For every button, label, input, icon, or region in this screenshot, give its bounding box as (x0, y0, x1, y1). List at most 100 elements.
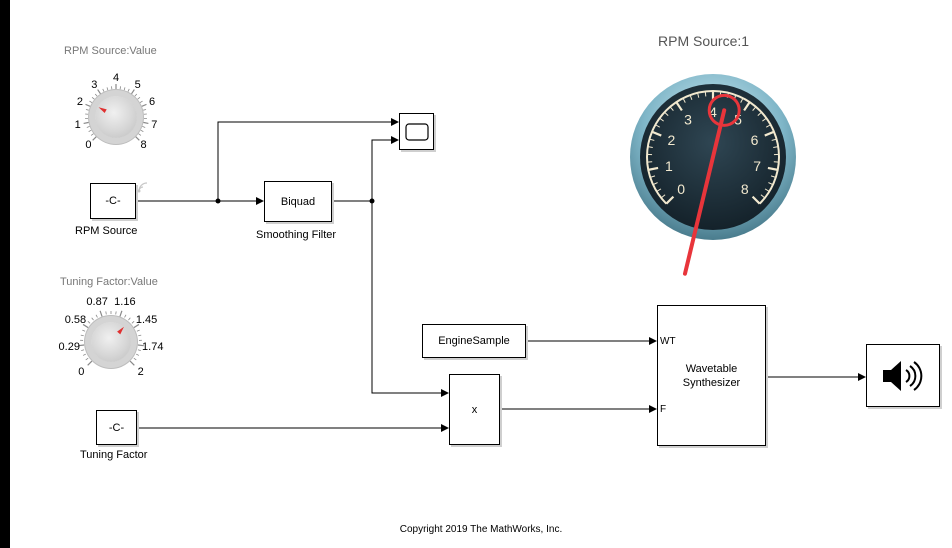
engine-sample-text: EngineSample (438, 335, 510, 347)
tuning-knob-tick (136, 353, 140, 356)
tuning-knob-tick-label: 1.74 (142, 340, 164, 353)
gauge-tick-label: 8 (741, 181, 749, 197)
gauge-tick-label: 2 (668, 132, 676, 148)
rpm-knob-tick-label: 1 (74, 118, 81, 131)
engine-sample-block[interactable]: EngineSample (422, 324, 526, 358)
tuning-knob-tick (128, 317, 131, 321)
rpm-knob-tick (106, 87, 109, 91)
tuning-knob-tick-label: 0.87 (86, 296, 108, 309)
gauge-tick (664, 111, 669, 116)
rpm-knob-tick (140, 103, 147, 108)
rpm-knob-tick (90, 133, 94, 136)
tuning-knob-tick (131, 321, 135, 324)
scope-icon (404, 122, 429, 141)
wavetable-synthesizer-block[interactable]: Wavetable Synthesizer (657, 305, 766, 446)
gauge-tick (689, 94, 693, 100)
tuning-factor-label: Tuning Factor (80, 449, 148, 461)
rpm-knob-tick (86, 126, 90, 128)
smoothing-filter-block[interactable]: Biquad (264, 181, 332, 222)
rpm-knob-tick (85, 103, 92, 108)
rpm-knob-tick (134, 135, 140, 141)
gauge-tick (650, 175, 656, 178)
gauge-tick (697, 92, 700, 98)
gauge-scale-arc (646, 90, 780, 205)
tuning-knob-tick (91, 317, 94, 321)
gauge-tick (647, 146, 653, 148)
tuning-knob-tick (137, 349, 141, 351)
gauge-tick (659, 117, 664, 122)
rpm-knob-face[interactable] (95, 96, 137, 138)
tuning-knob-tick-label: 0.58 (64, 313, 87, 326)
scope-block[interactable] (399, 113, 434, 150)
rpm-knob-pointer-mark (98, 107, 107, 114)
gauge-tick (760, 194, 766, 199)
rpm-knob-tick (123, 87, 126, 91)
tuning-factor-block[interactable]: -C- (96, 410, 137, 445)
rpm-knob-tick (127, 88, 130, 92)
rpm-knob-tick (140, 129, 144, 132)
gauge-tick (764, 188, 770, 192)
tuning-knob-tick-label: 1.45 (135, 313, 158, 326)
gauge-tick (743, 101, 751, 112)
rpm-knob-tick-label: 6 (148, 96, 156, 109)
product-block[interactable]: x (449, 374, 500, 445)
product-text: x (471, 403, 478, 416)
tuning-knob-dial (78, 310, 144, 366)
gauge-title: RPM Source:1 (658, 33, 750, 49)
tuning-knob-tick (87, 360, 93, 366)
signal-wireless-icon (137, 182, 148, 193)
rpm-knob-tick (97, 89, 102, 95)
gauge-tick (649, 138, 655, 141)
gauge-tick (751, 195, 761, 205)
audio-device-writer-block[interactable] (866, 344, 940, 407)
gauge-tick (655, 124, 661, 128)
gauge-tick (771, 138, 777, 141)
gauge-tick (767, 166, 778, 171)
gauge-tick (648, 166, 659, 171)
rpm-knob-tick (92, 135, 98, 141)
rpm-knob-tick-label: 3 (91, 78, 98, 91)
tuning-knob-tick (133, 323, 140, 329)
tuning-knob-tick (82, 329, 86, 332)
tuning-knob-tick (85, 357, 89, 361)
gauge-tick (764, 130, 775, 137)
tuning-knob-tick-label: 2 (137, 365, 144, 378)
rpm-knob-tick (143, 109, 147, 111)
rpm-knob-pointer (98, 107, 107, 114)
gauge-tick (665, 195, 675, 205)
tuning-knob-tick (81, 349, 85, 351)
gauge-tick (752, 106, 757, 111)
gauge-needle (682, 108, 727, 276)
rpm-knob-tick (88, 129, 92, 132)
tuning-knob-tick (124, 314, 127, 318)
tuning-knob-tick-label: 1.16 (114, 296, 136, 309)
rpm-knob-tick (83, 121, 90, 125)
rpm-knob-tick-label: 7 (151, 118, 158, 131)
rpm-source-block[interactable]: -C- (90, 183, 136, 219)
tuning-knob-tick-label: 0 (78, 365, 85, 378)
gauge-tick (770, 175, 776, 178)
gauge-tick (651, 130, 662, 137)
tuning-knob-face[interactable] (91, 322, 131, 362)
tuning-knob-pointer-mark (117, 326, 124, 335)
gauge-tick (762, 117, 767, 122)
signal-lines (137, 118, 866, 432)
wt-port-label: WT (660, 336, 676, 347)
gauge-tick (652, 182, 658, 186)
tuning-knob-tick (137, 344, 144, 347)
gauge-tick (660, 194, 666, 199)
copyright-text: Copyright 2019 The MathWorks, Inc. (399, 524, 563, 535)
gauge-tick (669, 106, 674, 111)
tuning-knob-pointer (117, 326, 124, 335)
rpm-knob-tick-label: 5 (134, 78, 141, 91)
tuning-knob-title: Tuning Factor:Value (60, 276, 158, 288)
rpm-knob-tick (137, 97, 141, 100)
rpm-knob-tick (89, 100, 93, 103)
gauge-tick (740, 97, 744, 103)
gauge-tick-label: 7 (753, 158, 761, 174)
rpm-knob-tick-label: 4 (112, 72, 120, 84)
gauge-tick (768, 182, 774, 186)
rpm-knob-tick (91, 97, 95, 100)
rpm-knob-tick (85, 109, 89, 111)
